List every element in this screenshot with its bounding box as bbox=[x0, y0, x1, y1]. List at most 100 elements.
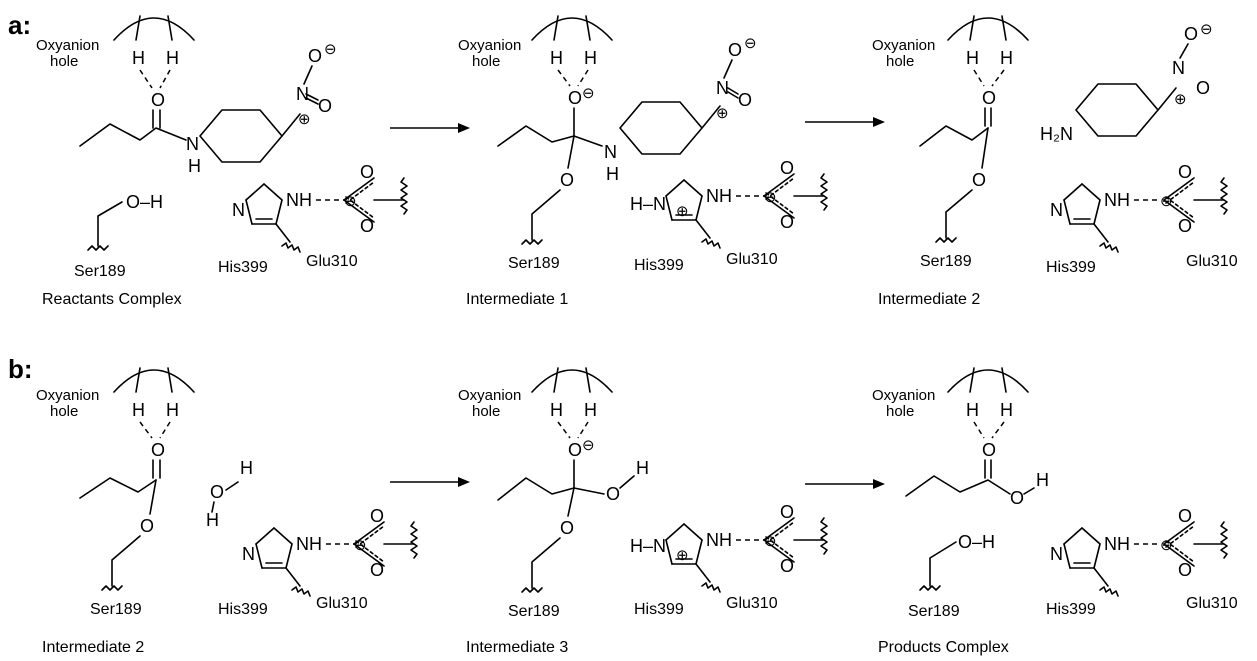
svg-text:O: O bbox=[360, 216, 374, 236]
svg-text:⊕: ⊕ bbox=[298, 111, 311, 128]
svg-text:O: O bbox=[780, 502, 794, 522]
svg-text:H–N: H–N bbox=[630, 536, 666, 556]
svg-text:Ser189: Ser189 bbox=[508, 255, 560, 272]
svg-text:O: O bbox=[738, 90, 752, 110]
svg-text:Glu310: Glu310 bbox=[1186, 253, 1238, 270]
intermediate-2-a: Oxyanion hole H H O O Ser189 H₂N N O ⊖ O… bbox=[872, 15, 1238, 308]
oxyanion-label: Oxyanion bbox=[36, 37, 99, 54]
svg-text:H: H bbox=[132, 400, 145, 420]
svg-text:N: N bbox=[296, 84, 309, 104]
svg-text:⊕: ⊕ bbox=[676, 547, 689, 564]
svg-text:O: O bbox=[1184, 24, 1198, 44]
svg-text:O: O bbox=[560, 170, 574, 190]
svg-text:Oxyanion: Oxyanion bbox=[458, 387, 521, 404]
svg-text:O: O bbox=[568, 88, 582, 108]
svg-text:N: N bbox=[1172, 58, 1185, 78]
svg-text:H: H bbox=[1036, 470, 1049, 490]
svg-text:Ser189: Ser189 bbox=[90, 601, 142, 618]
arrow-a2-head bbox=[873, 117, 885, 127]
svg-text:O: O bbox=[780, 212, 794, 232]
svg-text:O: O bbox=[568, 440, 582, 460]
svg-text:⊖: ⊖ bbox=[324, 41, 337, 58]
svg-text:O: O bbox=[308, 46, 322, 66]
svg-text:Oxyanion: Oxyanion bbox=[36, 387, 99, 404]
svg-text:H: H bbox=[206, 510, 219, 530]
svg-text:NH: NH bbox=[1104, 534, 1130, 554]
svg-text:O: O bbox=[1178, 162, 1192, 182]
svg-text:O: O bbox=[151, 440, 165, 460]
svg-text:NH: NH bbox=[286, 190, 312, 210]
svg-text:O: O bbox=[780, 158, 794, 178]
svg-text:Glu310: Glu310 bbox=[726, 595, 778, 612]
svg-text:His399: His399 bbox=[218, 601, 268, 618]
ser-label: Ser189 bbox=[74, 263, 126, 280]
panel-b-label: b: bbox=[8, 354, 33, 384]
svg-text:Intermediate 3: Intermediate 3 bbox=[466, 639, 568, 656]
svg-text:N: N bbox=[232, 200, 245, 220]
svg-text:O: O bbox=[982, 440, 996, 460]
svg-text:H: H bbox=[550, 48, 563, 68]
svg-text:O: O bbox=[370, 560, 384, 580]
svg-text:⊕: ⊕ bbox=[716, 105, 729, 122]
svg-text:O: O bbox=[1010, 488, 1024, 508]
svg-text:Oxyanion: Oxyanion bbox=[872, 387, 935, 404]
svg-text:O: O bbox=[728, 40, 742, 60]
svg-text:N: N bbox=[716, 78, 729, 98]
svg-text:N: N bbox=[186, 134, 199, 154]
svg-text:His399: His399 bbox=[634, 601, 684, 618]
svg-text:NH: NH bbox=[706, 530, 732, 550]
svg-text:hole: hole bbox=[50, 403, 78, 420]
svg-text:NH: NH bbox=[1104, 190, 1130, 210]
svg-text:Products Complex: Products Complex bbox=[878, 639, 1009, 656]
svg-text:Ser189: Ser189 bbox=[508, 603, 560, 620]
intermediate-3: Oxyanion hole H H O ⊖ O H O Ser189 H–N ⊕… bbox=[458, 367, 828, 656]
intermediate-1: Oxyanion hole H H O ⊖ N H N O ⊖ O ⊕ O Se… bbox=[458, 15, 828, 308]
svg-text:Ser189: Ser189 bbox=[920, 253, 972, 270]
svg-text:Glu310: Glu310 bbox=[1186, 595, 1238, 612]
svg-text:O–H: O–H bbox=[126, 192, 163, 212]
arrow-b1-head bbox=[458, 477, 470, 487]
svg-text:O: O bbox=[982, 88, 996, 108]
svg-text:His399: His399 bbox=[634, 257, 684, 274]
svg-text:Glu310: Glu310 bbox=[316, 595, 368, 612]
svg-text:O: O bbox=[780, 556, 794, 576]
caption-reactants: Reactants Complex bbox=[42, 291, 182, 308]
svg-text:O: O bbox=[370, 506, 384, 526]
svg-text:⊕: ⊕ bbox=[1174, 91, 1187, 108]
oxyanion-label-2: hole bbox=[50, 53, 78, 70]
svg-text:⊖: ⊖ bbox=[744, 35, 757, 52]
svg-text:H: H bbox=[584, 400, 597, 420]
svg-text:O: O bbox=[1178, 506, 1192, 526]
svg-text:O: O bbox=[606, 484, 620, 504]
intermediate-2-b: Oxyanion hole H H O O Ser189 O H H N NH … bbox=[36, 367, 418, 656]
svg-text:H: H bbox=[240, 458, 253, 478]
svg-text:⊕: ⊕ bbox=[676, 203, 689, 220]
svg-text:His399: His399 bbox=[1046, 601, 1096, 618]
svg-text:H: H bbox=[132, 48, 145, 68]
svg-text:N: N bbox=[1050, 200, 1063, 220]
reaction-arrows bbox=[390, 117, 885, 489]
svg-text:H: H bbox=[966, 400, 979, 420]
svg-text:H: H bbox=[636, 458, 649, 478]
svg-text:H: H bbox=[606, 164, 619, 184]
svg-text:hole: hole bbox=[472, 53, 500, 70]
panel-a-label: a: bbox=[8, 10, 31, 40]
svg-text:Ser189: Ser189 bbox=[908, 603, 960, 620]
glu-label: Glu310 bbox=[306, 253, 358, 270]
svg-text:Intermediate 2: Intermediate 2 bbox=[42, 639, 144, 656]
svg-text:Glu310: Glu310 bbox=[726, 251, 778, 268]
svg-text:O–H: O–H bbox=[958, 532, 995, 552]
svg-text:H: H bbox=[166, 48, 179, 68]
svg-text:O: O bbox=[151, 90, 165, 110]
svg-text:H₂N: H₂N bbox=[1040, 124, 1073, 144]
svg-text:O: O bbox=[318, 96, 332, 116]
svg-text:Intermediate 1: Intermediate 1 bbox=[466, 291, 568, 308]
svg-text:Oxyanion: Oxyanion bbox=[872, 37, 935, 54]
svg-text:O: O bbox=[1178, 216, 1192, 236]
svg-text:O: O bbox=[1178, 560, 1192, 580]
svg-text:Oxyanion: Oxyanion bbox=[458, 37, 521, 54]
svg-text:N: N bbox=[242, 544, 255, 564]
svg-text:H: H bbox=[188, 156, 201, 176]
svg-text:O: O bbox=[560, 518, 574, 538]
svg-text:hole: hole bbox=[886, 403, 914, 420]
